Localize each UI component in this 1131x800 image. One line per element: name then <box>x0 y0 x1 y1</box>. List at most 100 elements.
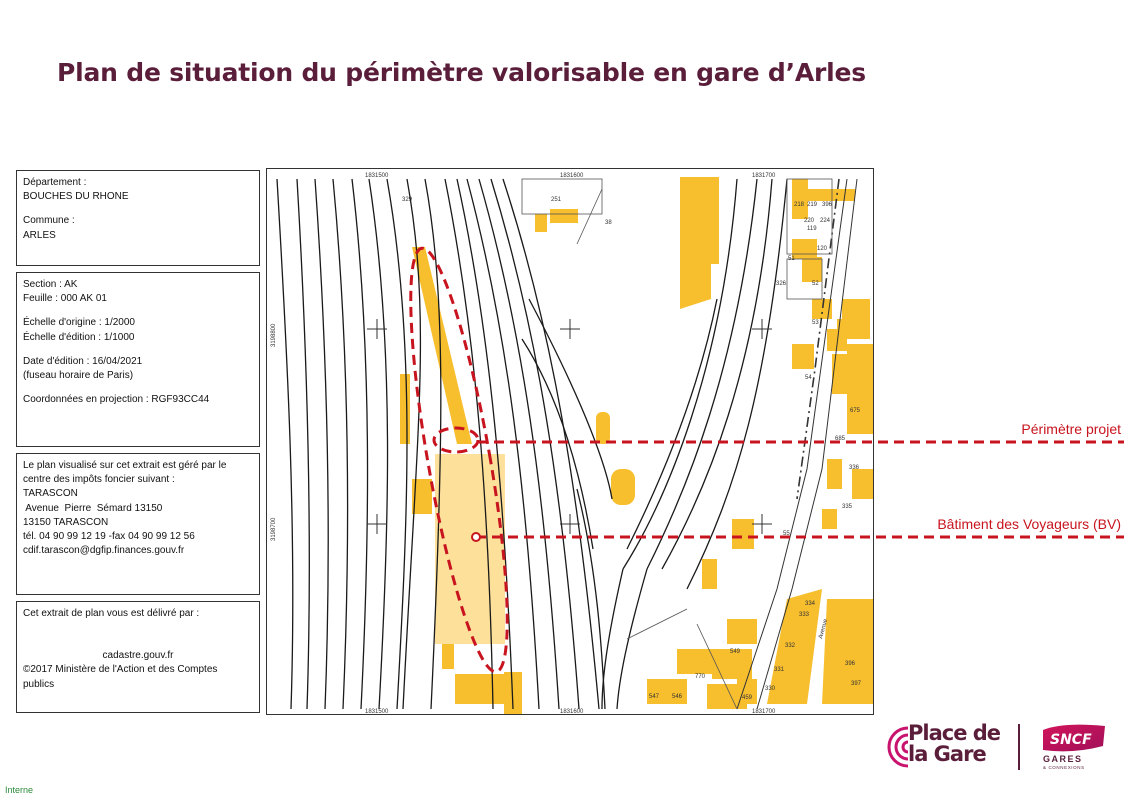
logo-divider <box>1018 724 1020 770</box>
parcel-number: 220 <box>804 218 815 224</box>
place-de-la-gare-logo: Place de la Gare <box>886 722 1006 772</box>
page-title: Plan de situation du périmètre valorisab… <box>57 58 866 87</box>
parcel-number: 224 <box>820 218 831 224</box>
track <box>296 178 311 710</box>
copyright-line-1: ©2017 Ministère de l'Action et des Compt… <box>23 664 218 676</box>
boundary-line <box>796 178 840 500</box>
road-edge <box>736 178 848 710</box>
copyright-line-2: publics <box>23 678 55 690</box>
parcel-number: 54 <box>805 375 812 381</box>
parcel <box>786 258 823 300</box>
parcel <box>521 178 603 215</box>
echelle-edition-text: Échelle d'édition : 1/1000 <box>23 331 135 343</box>
bv-building <box>435 454 505 644</box>
track <box>386 178 408 710</box>
coord-label: 3198700 <box>271 517 277 541</box>
building <box>792 344 814 369</box>
track <box>368 178 389 710</box>
tax-center-panel: Le plan visualisé sur cet extrait est gé… <box>16 453 260 595</box>
feuille-text: Feuille : 000 AK 01 <box>23 293 107 305</box>
sncf-gares-logo: SNCF GARES & CONNEXIONS <box>1040 724 1110 772</box>
parcel-number: 675 <box>850 408 861 414</box>
parcel-number: 332 <box>785 643 796 649</box>
gares-text: GARES <box>1043 754 1083 764</box>
parcel-number: 330 <box>765 686 776 692</box>
building <box>596 412 610 444</box>
track <box>616 568 648 710</box>
coordonnees-text: Coordonnées en projection : RGF93CC44 <box>23 394 210 406</box>
centre-line: TARASCON <box>23 488 78 500</box>
building <box>712 649 752 679</box>
parcel-number: 55 <box>783 531 790 537</box>
bv-callout-label: Bâtiment des Voyageurs (BV) <box>937 516 1121 532</box>
pdg-text: Place de la Gare <box>908 723 1001 765</box>
building <box>737 679 757 704</box>
building <box>677 649 712 674</box>
building <box>504 672 522 714</box>
building <box>400 374 410 444</box>
parcel-number: 331 <box>774 667 785 673</box>
coord-label: 1831600 <box>560 709 584 715</box>
parcel-number: 336 <box>849 465 860 471</box>
buildings-layer <box>400 177 873 714</box>
road-edge <box>756 178 858 710</box>
building <box>611 469 635 505</box>
track <box>351 178 369 710</box>
track <box>661 178 773 570</box>
delivre-site: cadastre.gouv.fr <box>102 650 174 662</box>
parcel-number: 459 <box>742 695 753 701</box>
departement-value: BOUCHES DU RHONE <box>23 191 129 203</box>
departement-label: Département : <box>23 177 87 188</box>
track <box>601 568 624 710</box>
parcel-number: 326 <box>776 281 787 287</box>
centre-line: Le plan visualisé sur cet extrait est gé… <box>23 460 227 471</box>
parcel-number: 51 <box>788 256 795 262</box>
parcel-number: 334 <box>805 601 816 607</box>
parcel-number: 38 <box>605 220 612 226</box>
centre-line: centre des impôts foncier suivant : <box>23 474 175 486</box>
track <box>276 178 294 710</box>
parcel-number: 218 <box>794 202 805 208</box>
building <box>792 179 808 219</box>
building <box>535 214 547 232</box>
parcels <box>521 178 833 710</box>
track <box>332 178 349 710</box>
parcel-number: 219 <box>807 202 818 208</box>
location-panel: Département : BOUCHES DU RHONE Commune :… <box>16 170 260 266</box>
building <box>827 459 842 489</box>
parcel-number: 251 <box>551 197 562 203</box>
track <box>466 178 540 710</box>
parcel-number: 685 <box>835 436 846 442</box>
cadastral-map: 1831500 1831600 1831700 1831500 1831600 … <box>266 168 874 715</box>
building <box>842 299 870 339</box>
track <box>576 488 606 710</box>
road <box>736 178 858 710</box>
parcel-number: 52 <box>812 281 819 287</box>
parcel-number: 335 <box>842 504 853 510</box>
building <box>792 239 817 259</box>
building <box>802 257 822 282</box>
parcel-edge <box>576 188 603 245</box>
building <box>767 589 822 704</box>
map-labels: 1831500 1831600 1831700 1831500 1831600 … <box>271 173 862 715</box>
track <box>521 338 594 550</box>
building <box>822 509 837 529</box>
building <box>702 559 717 589</box>
track <box>490 178 580 710</box>
track <box>478 178 560 710</box>
track <box>314 178 329 710</box>
building <box>647 679 687 704</box>
parcel-number: 396 <box>845 661 856 667</box>
building <box>727 619 757 644</box>
parcel-edge <box>696 623 738 710</box>
cadastral-info-panel: Section : AK Feuille : 000 AK 01 Échelle… <box>16 272 260 447</box>
arc-icon <box>887 726 909 768</box>
track <box>528 298 613 500</box>
svg-text:SNCF: SNCF <box>1050 732 1092 748</box>
commune-label: Commune : <box>23 215 75 227</box>
coord-label: 1831700 <box>752 709 776 715</box>
coord-label: 1831500 <box>365 173 389 179</box>
parcel-number: 547 <box>649 694 660 700</box>
coord-label: 3198800 <box>271 323 277 347</box>
parcel-edge <box>626 608 688 640</box>
